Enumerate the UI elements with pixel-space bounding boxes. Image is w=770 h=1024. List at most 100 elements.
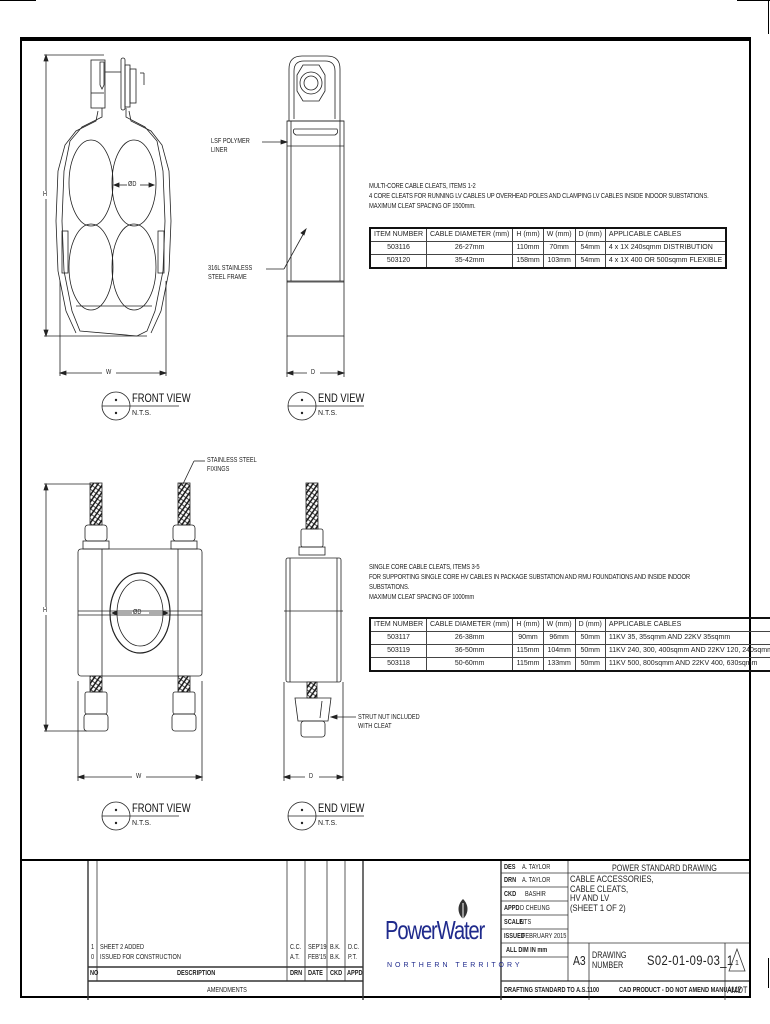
appd-value: D CHEUNG [520, 905, 550, 912]
cell: 133mm [542, 657, 576, 672]
sc-front-dim-h: H [43, 607, 48, 615]
multicore-spec-table: ITEM NUMBER CABLE DIAMETER (mm) H (mm) W… [369, 227, 728, 269]
amend-row1-desc: SHEET 2 ADDED [100, 944, 145, 951]
cell: 26-38mm [425, 631, 514, 645]
cell: 35-42mm [425, 254, 514, 269]
multicore-front-view-drawing [43, 53, 172, 376]
cell: 503117 [369, 631, 427, 645]
multicore-end-view-drawing [262, 55, 346, 377]
cell: 11KV 500, 800sqmm AND 22KV 400, 630sqmm [604, 657, 770, 672]
col-d: D (mm) [574, 227, 606, 242]
cell: 104mm [542, 644, 576, 658]
scale-value: NTS [520, 919, 532, 926]
drawing-geometry [43, 53, 364, 831]
amend-header-no: NO [90, 970, 99, 977]
cad-note: CAD PRODUCT - DO NOT AMEND MANUALLY [619, 987, 742, 994]
col-w: W (mm) [542, 617, 576, 632]
callout-frame-1: 316L STAINLESS [208, 265, 253, 272]
singlecore-end-view-bubble [287, 801, 364, 831]
drn-value: A. TAYLOR [522, 877, 551, 884]
leaf-icon [458, 899, 468, 921]
cell: 103mm [542, 254, 576, 269]
sc-note-line1: FOR SUPPORTING SINGLE CORE HV CABLES IN … [369, 572, 690, 581]
drawing-number-label-2: NUMBER [592, 960, 624, 970]
sc-front-dim-d: ØD [133, 609, 142, 616]
col-cable-diameter: CABLE DIAMETER (mm) [425, 617, 514, 632]
sc-front-dim-w: W [136, 773, 142, 780]
col-applicable-cables: APPLICABLE CABLES [604, 227, 727, 242]
title-block: 1 SHEET 2 ADDED C.C. SEP'19 B.K. D.C. 0 … [22, 859, 749, 1000]
mc-front-dim-h: H [43, 191, 48, 199]
amend-row1-no: 1 [91, 944, 95, 951]
cell: 4 x 1X 240sqmm DISTRIBUTION [604, 241, 727, 255]
amend-row0-date: FEB'15 [308, 954, 327, 961]
col-applicable-cables: APPLICABLE CABLES [604, 617, 770, 632]
cell: 4 x 1X 400 OR 500sqmm FLEXIBLE [604, 254, 727, 269]
sc-end-view-title: END VIEW [318, 801, 365, 815]
amend-header-date: DATE [308, 970, 323, 977]
sc-heading: SINGLE CORE CABLE CLEATS, ITEMS 3-5 [369, 562, 480, 571]
des-value: A. TAYLOR [522, 864, 551, 871]
title-description: CABLE ACCESSORIES, CABLE CLEATS, HV AND … [570, 875, 654, 913]
singlecore-front-view-bubble [101, 801, 179, 831]
amend-header-drn: DRN [290, 970, 303, 977]
cell: 503120 [369, 254, 427, 269]
drafting-standard: DRAFTING STANDARD TO A.S.1100 [504, 987, 600, 994]
sc-front-view-scale: N.T.S. [132, 820, 152, 827]
issued-label: ISSUED [504, 933, 525, 940]
amend-header-ckd: CKD [330, 970, 343, 977]
singlecore-end-view-drawing [282, 482, 356, 781]
callout-frame-2: STEEL FRAME [208, 274, 247, 281]
cell: 36-50mm [425, 644, 514, 658]
ckd-value: BASHIR [525, 891, 546, 898]
amendments-grid [87, 861, 749, 1000]
amend-row0-no: 0 [91, 954, 95, 961]
sc-front-view-title: FRONT VIEW [132, 801, 191, 815]
mc-end-view-scale: N.T.S. [318, 410, 338, 417]
drawing-number: S02-01-09-03_1 [647, 952, 734, 968]
ckd-label: CKD [504, 891, 517, 898]
des-label: DES [504, 864, 516, 871]
amend-header-desc: DESCRIPTION [177, 970, 216, 977]
mc-end-view-title: END VIEW [318, 391, 365, 405]
drn-label: DRN [504, 877, 517, 884]
cell: 503119 [369, 644, 427, 658]
mc-front-dim-d: ØD [128, 181, 137, 188]
cell: 54mm [574, 241, 606, 255]
col-item-number: ITEM NUMBER [369, 617, 427, 632]
amend-row0-desc: ISSUED FOR CONSTRUCTION [100, 954, 181, 961]
amend-row0-drn: A.T. [290, 954, 300, 961]
cell: 115mm [512, 657, 544, 672]
cell: 54mm [574, 254, 606, 269]
col-h: H (mm) [512, 617, 544, 632]
cell: 50-60mm [425, 657, 514, 672]
cell: 11KV 35, 35sqmm AND 22KV 35sqmm [604, 631, 770, 645]
mc-front-dim-w: W [106, 369, 112, 376]
title-desc-line4: (SHEET 1 OF 2) [570, 902, 626, 914]
callout-liner-2: LINER [211, 147, 228, 154]
cell: 50mm [574, 644, 606, 658]
logo-wordmark: PowerWater [385, 915, 485, 945]
amendments-footer: AMENDMENTS [207, 987, 247, 994]
callout-fixings-2: FIXINGS [207, 466, 230, 473]
cell: 96mm [542, 631, 576, 645]
table-row: 503120 35-42mm 158mm 103mm 54mm 4 x 1X 4… [369, 254, 727, 269]
sc-end-dim-d: D [309, 773, 314, 780]
drawing-number-label-1: DRAWING [592, 950, 627, 960]
col-h: H (mm) [512, 227, 544, 242]
amend-row1-appd: D.C. [348, 944, 360, 951]
mc-front-view-title: FRONT VIEW [132, 391, 191, 405]
col-d: D (mm) [574, 617, 606, 632]
table-row: 503117 26-38mm 90mm 96mm 50mm 11KV 35, 3… [369, 631, 770, 645]
cell: 90mm [512, 631, 544, 645]
callout-strut-1: STRUT NUT INCLUDED [358, 714, 420, 721]
powerwater-logo: PowerWater NORTHERN TERRITORY [363, 861, 520, 1000]
mc-note-line2: MAXIMUM CLEAT SPACING OF 1500mm. [369, 201, 476, 210]
amend-row0-appd: P.T. [348, 954, 357, 961]
cell: 50mm [574, 631, 606, 645]
cell: 26-27mm [425, 241, 514, 255]
crop-mark-bottom-right-v [768, 958, 769, 988]
cell: 11KV 240, 300, 400sqmm AND 22KV 120, 240… [604, 644, 770, 658]
col-w: W (mm) [542, 227, 576, 242]
crop-mark-top-right [737, 0, 770, 1]
